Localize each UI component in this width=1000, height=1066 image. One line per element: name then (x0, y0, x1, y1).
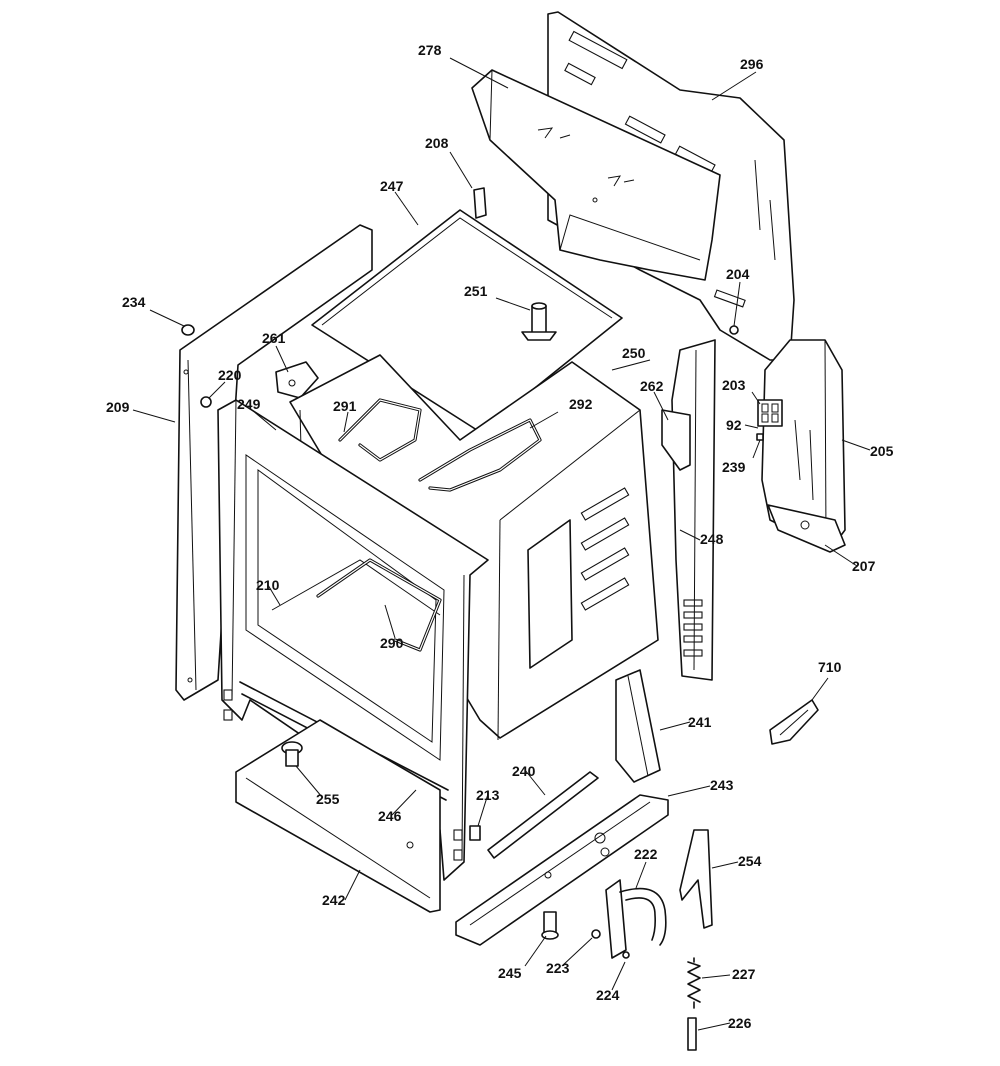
top-panel-247 (311, 209, 623, 433)
bracket-207 (767, 504, 846, 553)
callout-labels: 278 296 208 247 204 234 251 261 250 220 … (106, 42, 894, 1031)
heat-shield-278 (471, 69, 721, 281)
callout-251: 251 (464, 283, 488, 299)
side-panel-248 (671, 339, 716, 681)
callout-208: 208 (425, 135, 449, 151)
screw-213 (469, 825, 481, 841)
callout-261: 261 (262, 330, 286, 346)
spring-227 (687, 957, 701, 1009)
leg-bracket-241 (615, 669, 661, 783)
element-292 (418, 418, 542, 492)
callout-234: 234 (122, 294, 146, 310)
callout-292: 292 (569, 396, 593, 412)
oven-body-250 (289, 354, 659, 741)
terminal-block-203 (756, 399, 783, 441)
callout-246: 246 (378, 808, 402, 824)
callout-290: 290 (380, 635, 404, 651)
callout-241: 241 (688, 714, 712, 730)
bracket-262 (661, 409, 691, 471)
callout-207: 207 (852, 558, 876, 574)
clip-710 (769, 699, 819, 745)
callout-227: 227 (732, 966, 756, 982)
seal-210 (271, 559, 441, 616)
callout-224: 224 (596, 987, 620, 1003)
callout-205: 205 (870, 443, 894, 459)
callout-247: 247 (380, 178, 404, 194)
front-frame-249 (217, 399, 489, 881)
callout-245: 245 (498, 965, 522, 981)
leader-lines (132, 57, 871, 1031)
callout-242: 242 (322, 892, 346, 908)
pin-226 (687, 1017, 697, 1051)
callout-249: 249 (237, 396, 261, 412)
bake-element-290 (316, 558, 442, 652)
switch-261 (275, 361, 319, 399)
leveler-245 (541, 911, 559, 940)
callout-291: 291 (333, 398, 357, 414)
hinge-254 (679, 829, 713, 929)
callout-250: 250 (622, 345, 646, 361)
callout-255: 255 (316, 791, 340, 807)
clip-220 (200, 396, 212, 408)
rod-240 (487, 771, 599, 859)
hinge-222 (605, 879, 667, 959)
callout-203: 203 (722, 377, 746, 393)
callout-213: 213 (476, 787, 500, 803)
callout-262: 262 (640, 378, 664, 394)
foot-255 (281, 741, 303, 767)
callout-254: 254 (738, 853, 762, 869)
grommet-234 (181, 324, 195, 336)
drawer-bottom-242 (235, 719, 441, 913)
callout-222: 222 (634, 846, 658, 862)
callout-209: 209 (106, 399, 130, 415)
callout-240: 240 (512, 763, 536, 779)
washer-223 (591, 929, 601, 939)
callout-220: 220 (218, 367, 242, 383)
sensor-251 (521, 302, 557, 341)
callout-210: 210 (256, 577, 280, 593)
broil-element-291 (338, 398, 422, 462)
screw-204 (729, 325, 739, 335)
callout-248: 248 (700, 531, 724, 547)
pin-224 (622, 951, 630, 959)
callout-223: 223 (546, 960, 570, 976)
callout-92: 92 (726, 417, 742, 433)
callout-243: 243 (710, 777, 734, 793)
callout-239: 239 (722, 459, 746, 475)
side-panel-209 (175, 224, 373, 701)
callout-226: 226 (728, 1015, 752, 1031)
callout-296: 296 (740, 56, 764, 72)
callout-278: 278 (418, 42, 442, 58)
base-243 (455, 794, 669, 946)
bracket-208 (473, 187, 487, 219)
callout-710: 710 (818, 659, 842, 675)
callout-204: 204 (726, 266, 750, 282)
